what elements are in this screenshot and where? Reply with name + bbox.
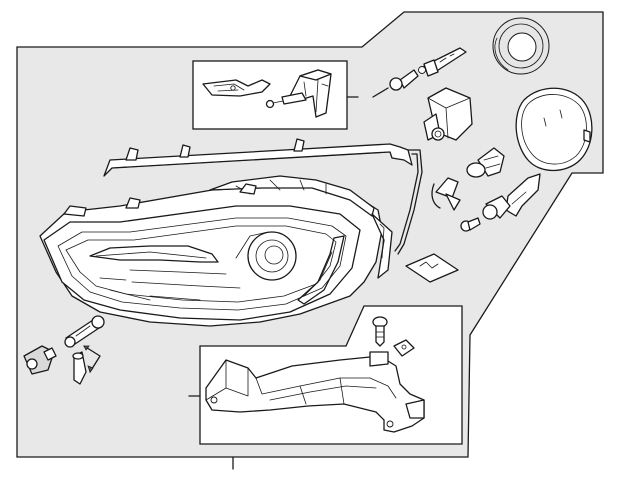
- clip-nut-icon: [393, 339, 415, 357]
- fog-bulb-socket-icon: [460, 195, 511, 232]
- trim-strip-icon: [103, 138, 423, 255]
- clip-bracket-icon: [505, 173, 541, 217]
- upper-bracket-callout: [192, 60, 359, 130]
- lower-bracket-callout: [188, 305, 463, 445]
- turn-signal-socket-icon: [466, 147, 505, 178]
- leveling-motor-icon: [423, 87, 473, 141]
- adjuster-screw-icon: [64, 315, 105, 348]
- drl-socket-icon: [431, 177, 461, 211]
- upper-bracket-clip-icon: [202, 79, 271, 97]
- access-cap-small-icon: [492, 17, 550, 75]
- headlamp-assembly-icon: [39, 175, 393, 327]
- access-cap-large-icon: [515, 87, 593, 172]
- push-pin-icon: [72, 351, 87, 385]
- adjuster-grommet-icon: [23, 345, 57, 375]
- upper-mounting-bracket-icon: [265, 69, 332, 118]
- callout-arrows: [83, 345, 101, 373]
- park-bulb-icon: [418, 47, 467, 77]
- label-sticker-icon: [405, 253, 459, 283]
- lower-mounting-bracket-icon: [205, 351, 425, 433]
- bracket-bolt-icon: [372, 316, 388, 347]
- sidemarker-bulb-icon: [372, 69, 419, 98]
